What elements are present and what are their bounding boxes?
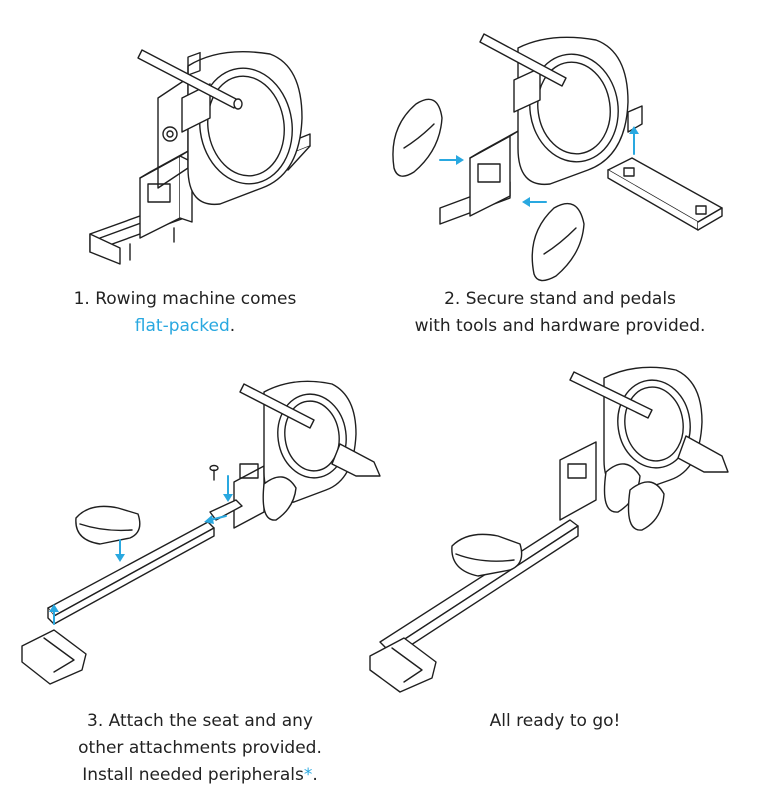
caption-text: with tools and hardware provided.: [414, 316, 706, 336]
caption-line: flat-packed.: [60, 313, 310, 340]
step-2-caption: 2. Secure stand and pedals with tools and…: [395, 286, 725, 340]
step-1-panel: [70, 38, 330, 268]
caption-text: .: [312, 765, 318, 785]
assembly-arrow-icon: [49, 604, 59, 625]
caption-line: other attachments provided.: [50, 735, 350, 762]
rowing-machine-illustration: [439, 33, 643, 225]
assembly-arrow-icon: [629, 126, 639, 155]
step-3-panel: [14, 372, 404, 692]
rowing-machine-illustration: [89, 49, 311, 265]
caption-line: with tools and hardware provided.: [395, 313, 725, 340]
caption-highlight: *: [303, 765, 313, 785]
caption-line: All ready to go!: [440, 708, 670, 735]
rowing-machine-illustration: [233, 380, 381, 529]
assembly-arrow-icon: [522, 197, 547, 207]
step-4-panel: [360, 360, 760, 700]
caption-text: other attachments provided.: [78, 738, 322, 758]
assembly-arrow-icon: [204, 515, 227, 524]
pedal-illustration: [392, 98, 443, 177]
caption-text: All ready to go!: [489, 711, 621, 731]
rail-illustration: [47, 499, 243, 625]
step-1-caption: 1. Rowing machine comes flat-packed.: [60, 286, 310, 340]
step-4-caption: All ready to go!: [440, 708, 670, 735]
caption-line: 3. Attach the seat and any: [50, 708, 350, 735]
assembly-arrow-icon: [223, 475, 233, 502]
caption-line: 2. Secure stand and pedals: [395, 286, 725, 313]
stand-illustration: [607, 157, 723, 231]
step-3-caption: 3. Attach the seat and any other attachme…: [50, 708, 350, 789]
step-3-illustration: [21, 380, 381, 685]
rowing-machine-illustration: [369, 366, 729, 693]
caption-text: 3. Attach the seat and any: [87, 711, 313, 731]
caption-text: 1. Rowing machine comes: [73, 289, 297, 309]
seat-illustration: [75, 505, 141, 545]
caption-highlight: flat-packed: [134, 316, 230, 336]
caption-line: Install needed peripherals*.: [50, 762, 350, 789]
caption-text: Install needed peripherals: [82, 765, 304, 785]
caption-text: 2. Secure stand and pedals: [444, 289, 676, 309]
caption-line: 1. Rowing machine comes: [60, 286, 310, 313]
assembly-arrow-icon: [115, 539, 125, 562]
screw-icon: [209, 464, 219, 481]
pedal-illustration: [531, 202, 585, 282]
caption-text: .: [229, 316, 236, 336]
assembly-arrow-icon: [439, 155, 464, 165]
step-2-panel: [380, 28, 730, 282]
step-2-illustration: [392, 33, 723, 282]
